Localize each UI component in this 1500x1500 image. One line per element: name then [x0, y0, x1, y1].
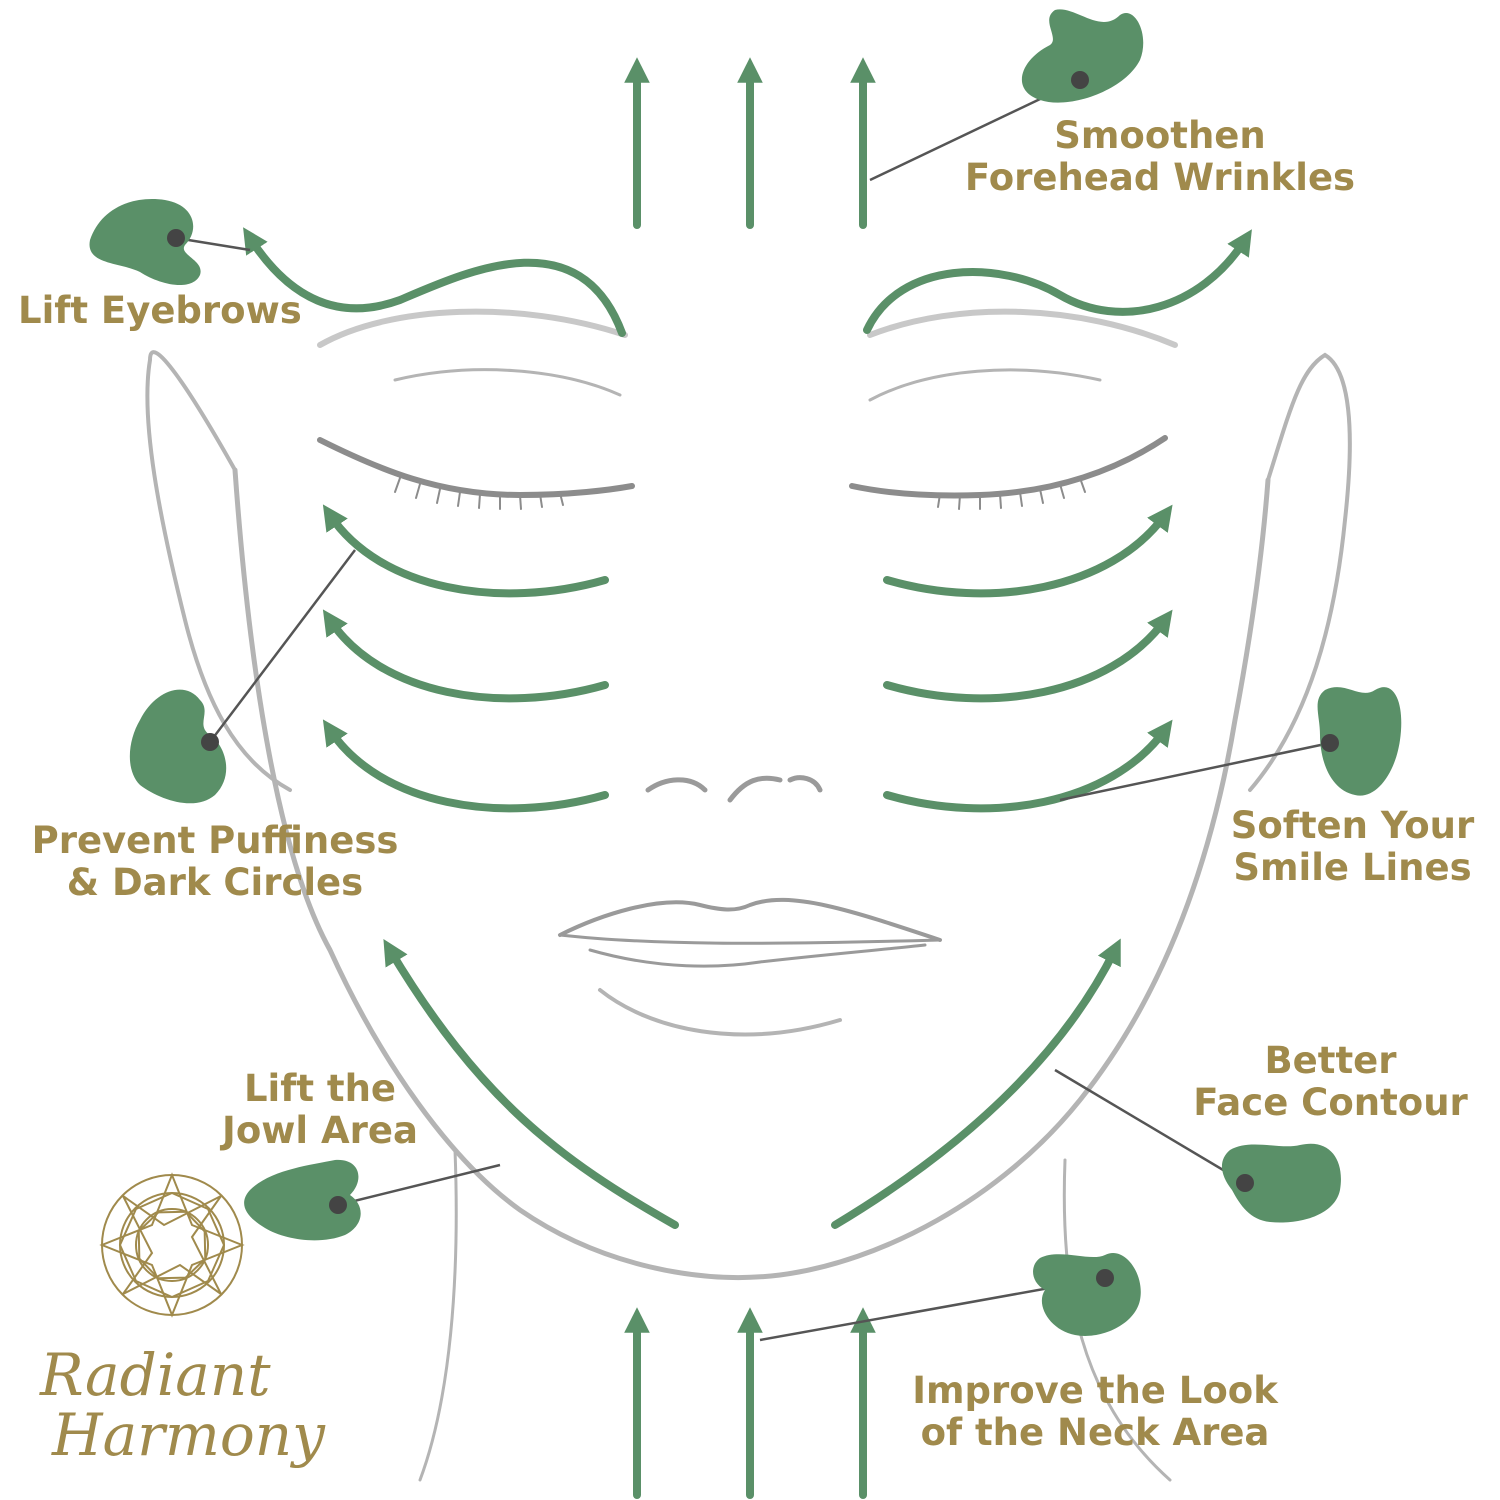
label-contour-line1: Better — [1264, 1039, 1397, 1082]
smile-dot — [1321, 734, 1339, 752]
gua-sha-stone-icon — [1021, 9, 1144, 103]
neck-left — [418, 1148, 458, 1482]
label-neck: Improve the Look of the Neck Area — [895, 1370, 1295, 1454]
label-contour-line2: Face Contour — [1193, 1081, 1468, 1124]
puffiness-leader — [209, 549, 356, 743]
upper-lip — [558, 897, 942, 942]
lip-line — [558, 933, 942, 945]
label-puffiness-line1: Prevent Puffiness — [31, 819, 399, 862]
label-neck-line2: of the Neck Area — [920, 1411, 1270, 1454]
label-smile-line2: Smile Lines — [1233, 846, 1472, 889]
label-eyebrows-line1: Lift Eyebrows — [18, 289, 302, 332]
right-ear — [1248, 352, 1352, 792]
massage-arrows — [243, 57, 1252, 1499]
neck-right — [1062, 1158, 1172, 1482]
label-puffiness-line2: & Dark Circles — [66, 861, 364, 904]
label-forehead-line1: Smoothen — [1054, 114, 1266, 157]
brand-line2: Harmony — [52, 1401, 325, 1469]
jowl-leader — [337, 1163, 501, 1207]
face-sketch — [145, 308, 1352, 1482]
left-lashes — [394, 477, 564, 510]
puffiness-dot — [201, 733, 219, 751]
chin-curve — [598, 988, 842, 1037]
left-under-eye-arrow-3 — [322, 719, 609, 813]
label-eyebrows: Lift Eyebrows — [18, 290, 302, 332]
right-closed-eye — [849, 435, 1168, 499]
face-outline — [232, 467, 1271, 1280]
right-under-eye-arrow-2 — [883, 609, 1173, 703]
label-forehead-line2: Forehead Wrinkles — [964, 156, 1356, 199]
left-closed-eye — [317, 437, 635, 499]
label-puffiness: Prevent Puffiness & Dark Circles — [30, 820, 400, 904]
right-eyebrow-arrow — [863, 229, 1252, 334]
left-eyelid-crease — [393, 368, 622, 397]
left-eyebrow-sketch — [317, 308, 628, 348]
label-smile-line1: Soften Your — [1230, 804, 1475, 847]
left-under-eye-arrow-2 — [322, 609, 609, 703]
right-eyelid-crease — [868, 368, 1102, 402]
gua-sha-stone-icon — [1317, 687, 1402, 796]
contour-leader — [1054, 1068, 1246, 1185]
contour-dot — [1236, 1174, 1254, 1192]
right-jaw-arrow — [831, 938, 1121, 1229]
eyebrow-dot — [167, 229, 185, 247]
gua-sha-stone-icon — [129, 689, 227, 804]
mandala-logo — [99, 1172, 245, 1318]
label-jowl: Lift the Jowl Area — [205, 1068, 435, 1152]
brand-line1: Radiant — [40, 1341, 271, 1409]
label-jowl-line1: Lift the — [243, 1067, 397, 1110]
gua-sha-stone-icon — [1033, 1253, 1141, 1336]
leader-dots — [167, 71, 1339, 1287]
gua-sha-stone-icon — [1221, 1143, 1341, 1223]
neck-dot — [1096, 1269, 1114, 1287]
right-lashes — [937, 477, 1086, 510]
left-eyebrow-arrow — [243, 227, 626, 337]
label-forehead: Smoothen Forehead Wrinkles — [955, 115, 1365, 199]
label-jowl-line2: Jowl Area — [222, 1109, 418, 1152]
gua-sha-stone-icon — [244, 1159, 361, 1241]
right-under-eye-arrow-3 — [883, 719, 1173, 813]
left-jaw-arrow — [383, 939, 679, 1229]
right-eyebrow-sketch — [867, 308, 1178, 348]
forehead-dot — [1071, 71, 1089, 89]
jowl-dot — [329, 1196, 347, 1214]
label-smile-lines: Soften Your Smile Lines — [1225, 805, 1480, 889]
lower-lip — [588, 943, 927, 968]
smile-leader — [1059, 741, 1331, 802]
gua-sha-stone-icon — [89, 199, 201, 286]
label-contour: Better Face Contour — [1178, 1040, 1483, 1124]
right-under-eye-arrow-1 — [883, 504, 1173, 598]
left-under-eye-arrow-1 — [322, 504, 609, 598]
nose — [645, 775, 823, 803]
left-ear — [145, 350, 292, 792]
brand-wordmark: Radiant Harmony — [40, 1345, 325, 1465]
gua-sha-stones — [89, 9, 1402, 1336]
label-neck-line1: Improve the Look — [912, 1369, 1278, 1412]
